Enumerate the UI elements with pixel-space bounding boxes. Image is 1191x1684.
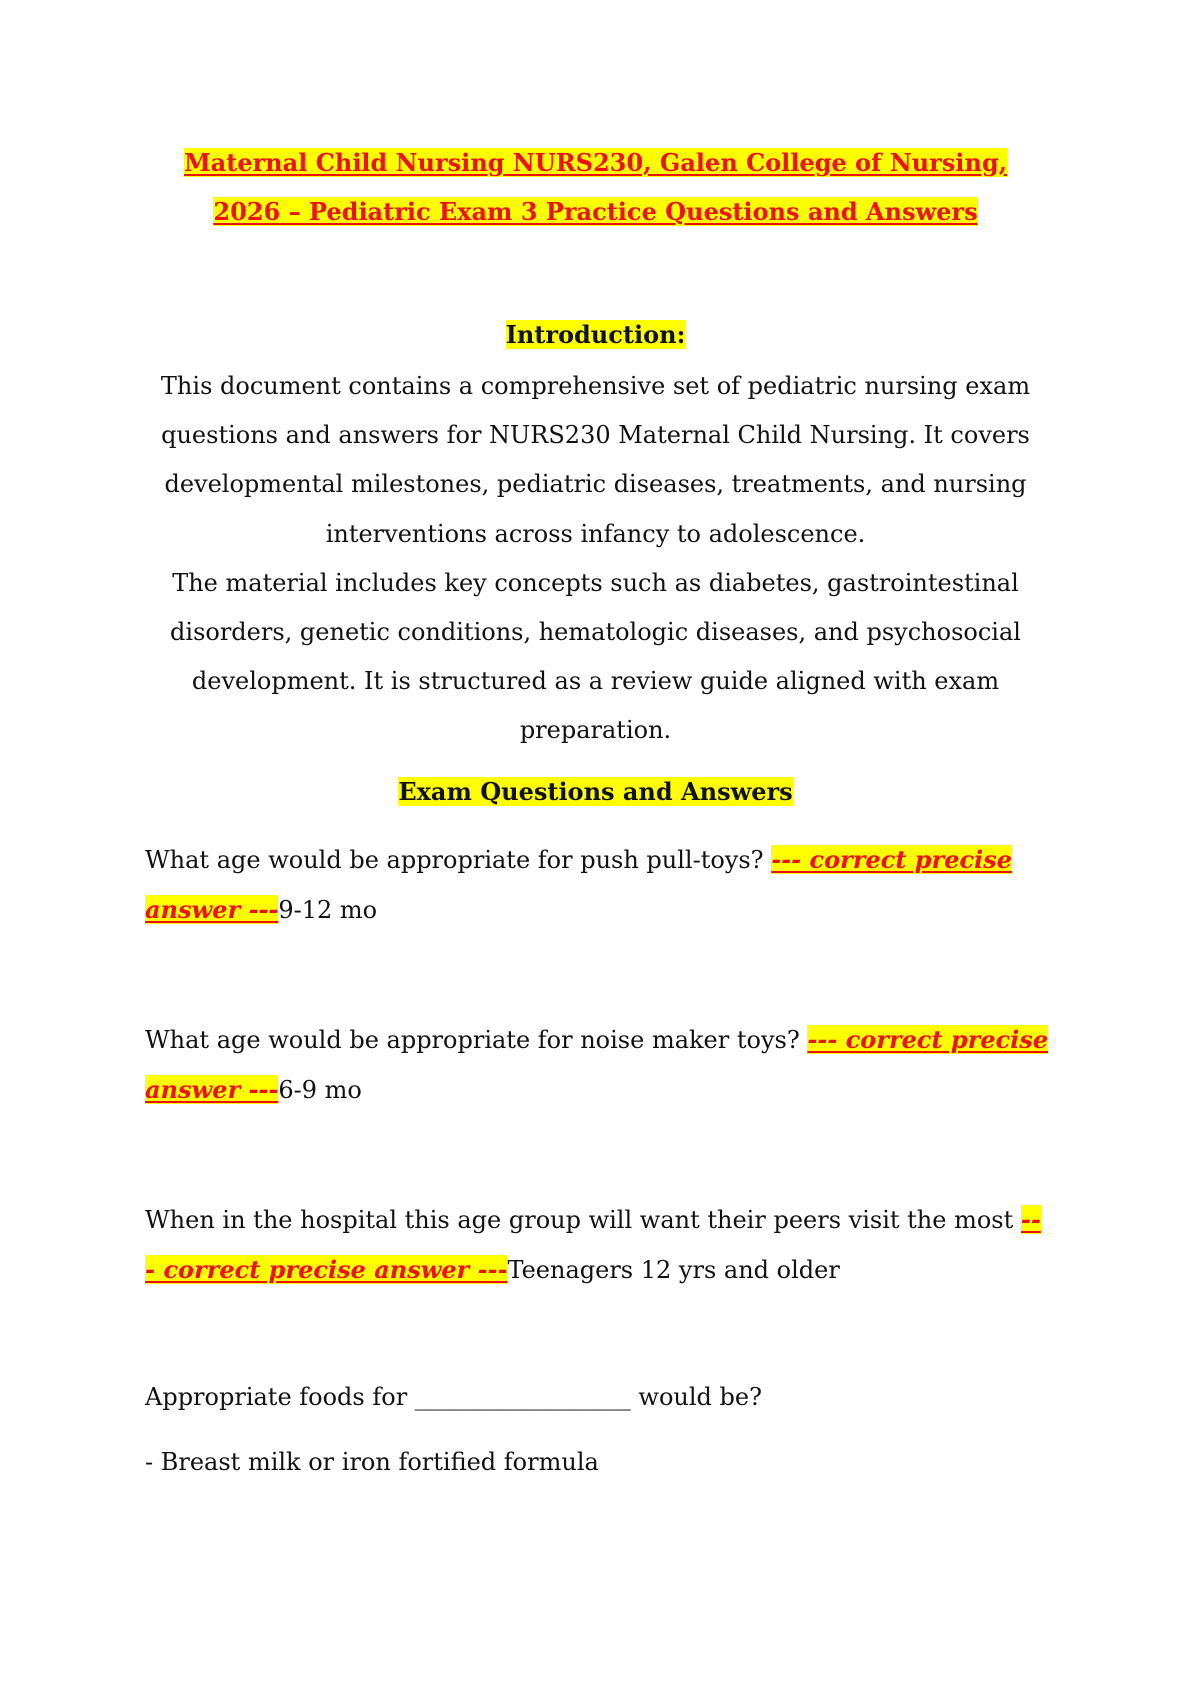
question-text: When in the hospital this age group will… [145, 1206, 1021, 1234]
question-text: What age would be appropriate for push p… [145, 846, 772, 874]
question-item: Appropriate foods for __________________… [145, 1373, 1050, 1422]
exam-heading-text: Exam Questions and Answers [398, 777, 793, 806]
question-text: What age would be appropriate for noise … [145, 1026, 808, 1054]
answer-text: 6-9 mo [278, 1076, 362, 1104]
question-item: What age would be appropriate for noise … [145, 1015, 1050, 1115]
answer-item: - Breast milk or iron fortified formula [145, 1438, 1050, 1487]
document-title: Maternal Child Nursing NURS230, Galen Co… [120, 138, 1071, 236]
introduction-heading: Introduction: [120, 315, 1071, 355]
title-line-2: 2026 – Pediatric Exam 3 Practice Questio… [213, 197, 978, 226]
answer-text: Teenagers 12 yrs and older [507, 1256, 840, 1284]
introduction-paragraph-2: The material includes key concepts such … [170, 568, 1021, 745]
question-item: When in the hospital this age group will… [145, 1195, 1050, 1295]
exam-heading: Exam Questions and Answers [120, 772, 1071, 812]
question-item: What age would be appropriate for push p… [145, 835, 1050, 935]
introduction-paragraph-1: This document contains a comprehensive s… [160, 372, 1031, 548]
introduction-body: This document contains a comprehensive s… [138, 362, 1053, 756]
answer-text: 9-12 mo [278, 896, 378, 924]
introduction-heading-text: Introduction: [505, 320, 686, 349]
title-line-1: Maternal Child Nursing NURS230, Galen Co… [184, 148, 1007, 177]
question-text: Appropriate foods for __________________… [145, 1383, 762, 1411]
answer-text: - Breast milk or iron fortified formula [145, 1448, 599, 1476]
